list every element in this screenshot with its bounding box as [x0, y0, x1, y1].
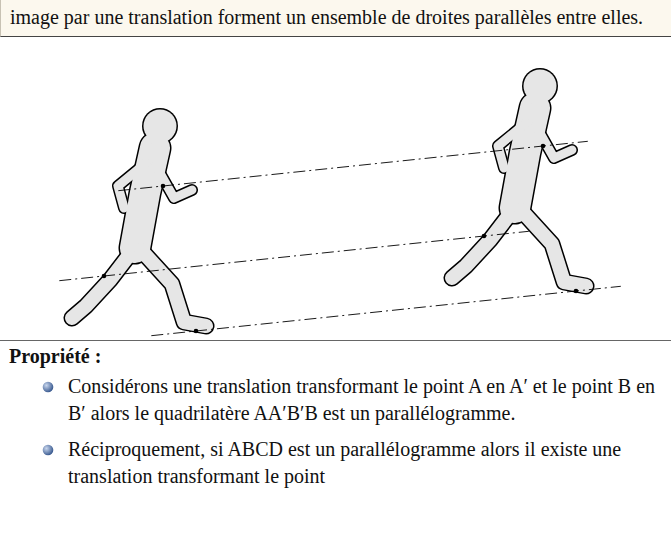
bullet-item: Réciproquement, si ABCD est un parallélo…	[68, 436, 661, 490]
parallel-lines	[59, 141, 621, 335]
point-dot	[574, 289, 579, 294]
point-dot	[541, 144, 546, 149]
point-dot	[482, 234, 487, 239]
bullet-symbol	[42, 444, 54, 456]
property-text: Réciproquement, si ABCD est un parallélo…	[68, 436, 661, 490]
point-dot	[102, 274, 107, 279]
property-heading: Propriété :	[9, 343, 661, 370]
bullet-symbol	[42, 381, 54, 393]
bullet-ball	[43, 445, 54, 456]
dash-dot-line	[118, 141, 588, 190]
property-text: Considérons une translation transformant…	[68, 373, 661, 427]
point-dot	[194, 329, 199, 334]
point-dot	[161, 184, 166, 189]
bullet-ball	[43, 382, 54, 393]
translated-runner-silhouette	[452, 68, 586, 286]
point-dots	[102, 144, 579, 334]
definition-box: image par une translation forment un ens…	[0, 0, 671, 37]
dash-dot-line	[59, 231, 529, 280]
bullet-item: Considérons une translation transformant…	[68, 373, 661, 427]
dash-dot-line	[151, 286, 621, 335]
definition-text: image par une translation forment un ens…	[10, 4, 663, 31]
section-heading-item: Propriété :	[9, 343, 661, 370]
section-divider	[0, 340, 671, 341]
runner-silhouette	[72, 108, 206, 326]
